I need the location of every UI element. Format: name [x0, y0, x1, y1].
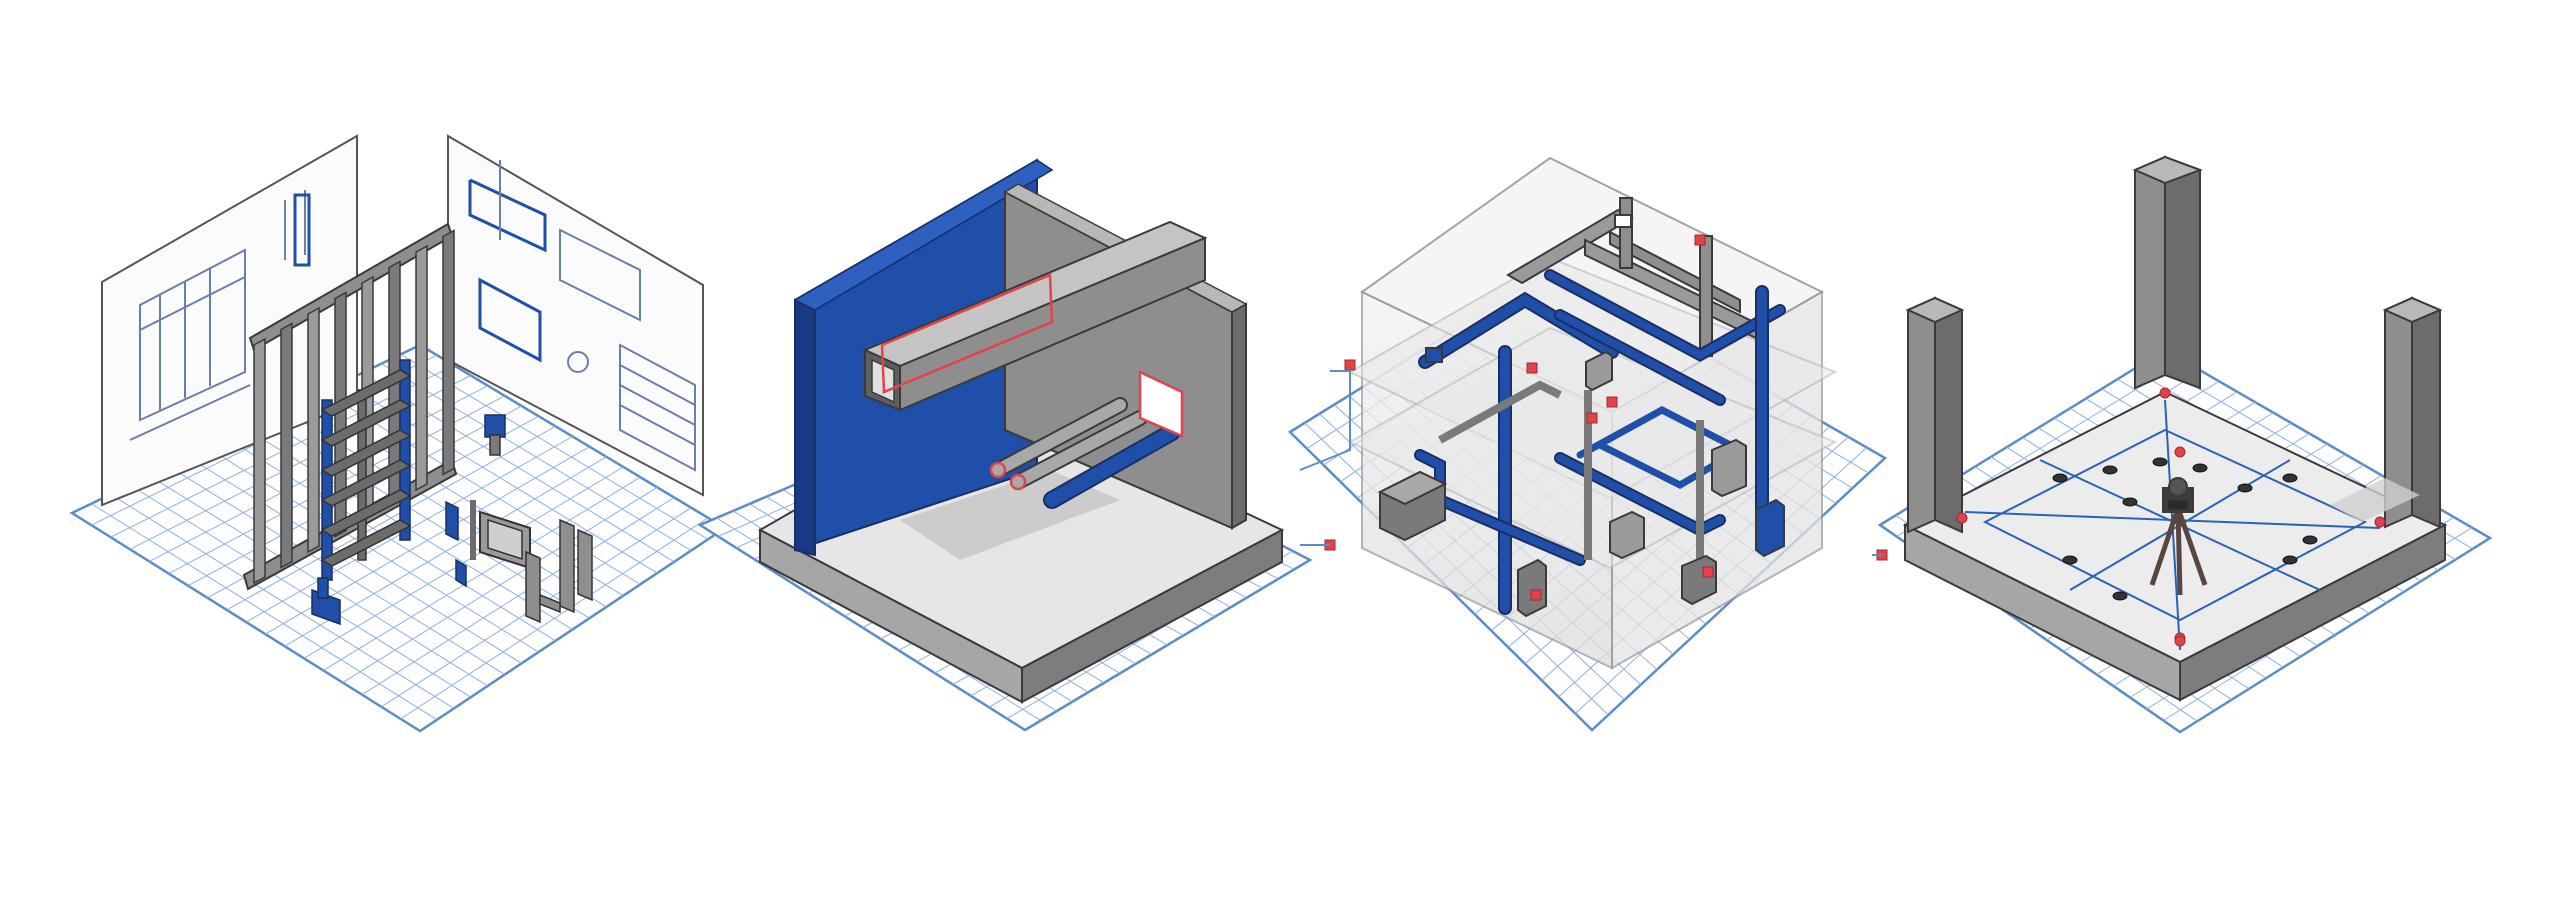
- blue-wall-top: [793, 159, 1054, 311]
- red-marker: [1606, 396, 1618, 408]
- red-marker: [1344, 359, 1356, 371]
- blue-wall-edge: [794, 298, 816, 557]
- grid-line: [110, 493, 455, 709]
- control-point: [2174, 446, 2186, 458]
- panel-wall-penetrations: [697, 158, 1313, 732]
- wall-stud: [442, 229, 455, 476]
- control-point: [2174, 635, 2186, 647]
- blue-shelving-rack: [320, 359, 412, 581]
- loose-components: [311, 414, 593, 626]
- layout-peg: [2122, 497, 2138, 507]
- grid-line: [91, 503, 438, 721]
- wall-stud: [253, 337, 266, 585]
- layout-peg: [2052, 473, 2068, 483]
- pipe-grey-1-fill: [992, 399, 1126, 476]
- wall-opening: [1138, 370, 1184, 438]
- layout-peg: [2152, 457, 2168, 467]
- survey-total-station: [2149, 477, 2208, 596]
- red-marker: [1702, 566, 1714, 578]
- control-point: [2159, 387, 2171, 399]
- layout-peg: [2237, 483, 2253, 493]
- layout-peg: [2062, 555, 2078, 565]
- wall-stud: [280, 322, 293, 569]
- duct-sleeve-outline: [880, 273, 1054, 394]
- panel-layout-survey: [1877, 155, 2493, 734]
- red-marker: [1530, 589, 1542, 601]
- control-point: [2374, 516, 2386, 528]
- layout-peg: [2282, 555, 2298, 565]
- layout-peg: [2102, 465, 2118, 475]
- red-marker: [1694, 234, 1706, 246]
- layout-peg: [2112, 591, 2128, 601]
- survey-columns: [1905, 155, 2443, 534]
- pipe-grey-2-fill: [1012, 412, 1146, 488]
- survey-slab-right-face: [2179, 523, 2446, 702]
- rack-shelf: [320, 399, 412, 447]
- layout-pegs: [2052, 457, 2318, 601]
- grey-wall-edge: [1231, 302, 1247, 530]
- panel-connectors: [1299, 370, 1882, 556]
- red-marker: [1526, 362, 1538, 374]
- column-shadow: [2330, 478, 2420, 522]
- drawing-sheet-left-linework: [129, 190, 311, 441]
- layout-peg: [2282, 473, 2298, 483]
- pipe-blue-fill: [1045, 425, 1179, 507]
- pipe-ring-2: [1009, 473, 1027, 491]
- red-marker: [1586, 412, 1598, 424]
- rack-shelf: [320, 429, 412, 477]
- rack-shelf: [320, 519, 412, 567]
- pipe-ring-1: [989, 461, 1007, 479]
- layout-peg: [2192, 463, 2208, 473]
- grid-line: [129, 484, 472, 698]
- rack-shelf: [320, 369, 412, 417]
- panel-prefab-framing: [69, 134, 728, 733]
- layout-peg: [2302, 535, 2318, 545]
- control-point: [1956, 512, 1968, 524]
- rack-shelf: [320, 459, 412, 507]
- panel-mep-coordination: [1287, 156, 1888, 732]
- wall-stud: [307, 306, 320, 554]
- wall-stud: [334, 291, 347, 538]
- drawing-sheet-right-linework: [468, 160, 696, 472]
- slab-right-face: [1021, 528, 1283, 704]
- survey-control-points: [1956, 387, 2386, 647]
- rack-shelf: [320, 489, 412, 537]
- grid-line: [400, 517, 709, 720]
- wall-stud: [415, 244, 428, 492]
